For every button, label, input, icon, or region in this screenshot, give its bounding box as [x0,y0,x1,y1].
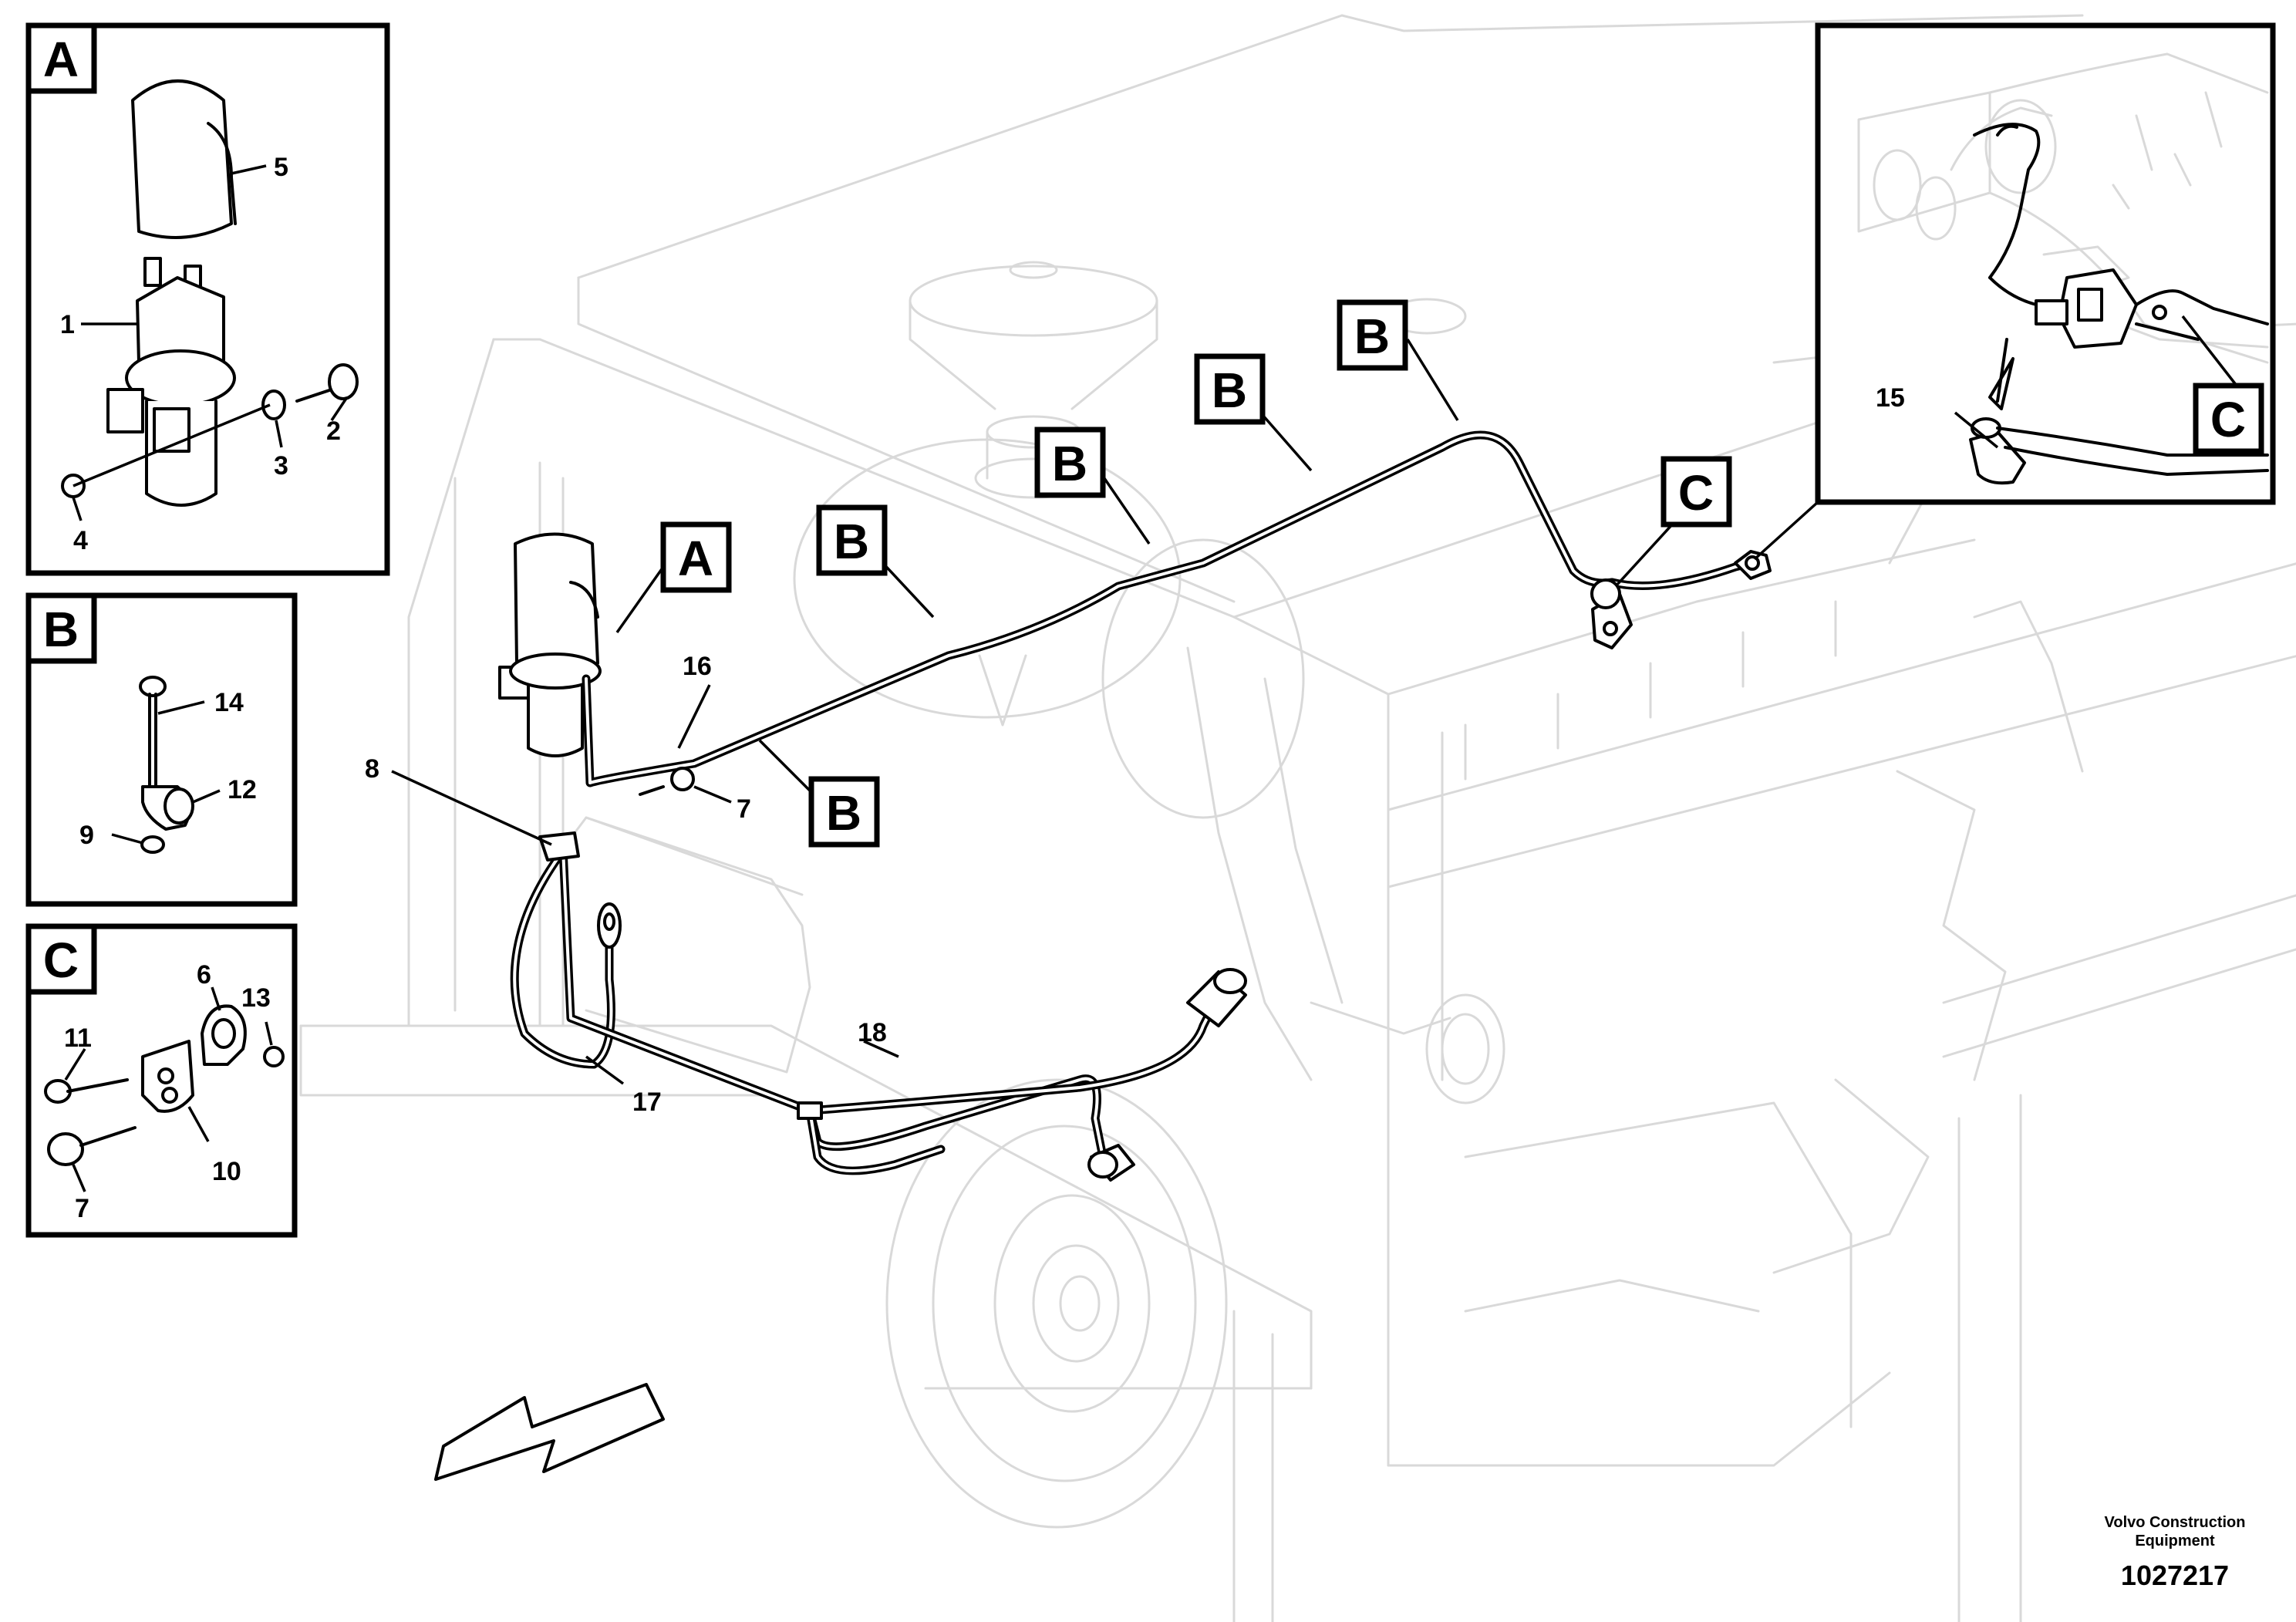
callout-13: 13 [241,983,271,1013]
callout-1: 1 [60,310,75,339]
clamp-nut-part [140,835,165,854]
clamp-8-part [538,831,580,862]
main-location-tags: A B B B B B C [615,299,1819,848]
callout-8: 8 [365,754,379,784]
callout-11: 11 [64,1023,92,1053]
callout-3: 3 [274,451,288,481]
main-tag-a: A [678,531,713,586]
sensor-detail-box: C 15 [1815,22,2276,505]
main-tag-b1: B [834,514,869,569]
detail-box-c: C 6 13 11 7 10 [25,923,298,1238]
main-tag-b3: B [1052,436,1087,491]
rubber-boot-part [131,79,233,239]
callout-4: 4 [73,526,88,555]
document-number: 1027217 [2121,1560,2229,1591]
main-tag-b4: B [1212,363,1247,418]
callout-17: 17 [632,1088,662,1117]
bolt-part [295,363,359,403]
temperature-sensor-part [2035,268,2138,349]
callout-2: 2 [326,416,341,446]
screw-lower-part [47,1126,137,1166]
clamp-bolt-part [139,676,167,792]
connector-part [1186,968,1247,1027]
cable-clamp-part [141,785,194,831]
detail-c-tag: C [43,932,79,988]
callout-7-main: 7 [737,794,751,824]
forward-direction-arrow-icon [434,1383,665,1481]
callout-7: 7 [75,1194,89,1223]
callout-14: 14 [214,688,244,717]
clamp-nut-c-part [263,1046,285,1067]
clamp-main-part [1590,578,1633,649]
washer-part [261,389,286,420]
detail-box-b: B 14 12 9 [25,592,298,907]
callout-18: 18 [858,1018,887,1047]
callout-5: 5 [274,153,288,182]
detail-b-tag: B [43,602,79,657]
main-tag-b2: B [826,785,861,841]
bracket-part [141,1040,194,1113]
splice-part [797,1101,823,1120]
callout-9: 9 [79,821,94,850]
speed-sensor-part [1087,1144,1135,1182]
main-callouts: 16 8 7 17 18 [365,652,899,1117]
callout-16: 16 [683,652,712,681]
screw-main-part [639,767,695,796]
footer: Volvo Construction Equipment 1027217 [2105,1514,2246,1591]
callout-6: 6 [197,960,211,990]
main-tag-b5: B [1354,309,1390,364]
callout-12: 12 [228,775,257,804]
sensor-detail-tag: C [2210,392,2246,447]
company-name-line1: Volvo Construction [2105,1514,2246,1531]
callout-15: 15 [1876,383,1905,413]
detail-a-tag: A [43,32,79,87]
engine-background [299,14,2296,1622]
screw-part [44,1078,129,1104]
relay-main-part [498,532,602,757]
company-name-line2: Equipment [2135,1533,2215,1549]
detail-box-a: A 5 1 2 3 4 [25,22,390,576]
p-clamp-part [201,1004,247,1066]
ring-terminal-17-part [597,902,622,949]
ring-terminal-main-part [1734,550,1772,580]
main-wiring [498,430,1772,1182]
main-tag-c: C [1678,465,1714,521]
callout-10: 10 [212,1157,241,1186]
